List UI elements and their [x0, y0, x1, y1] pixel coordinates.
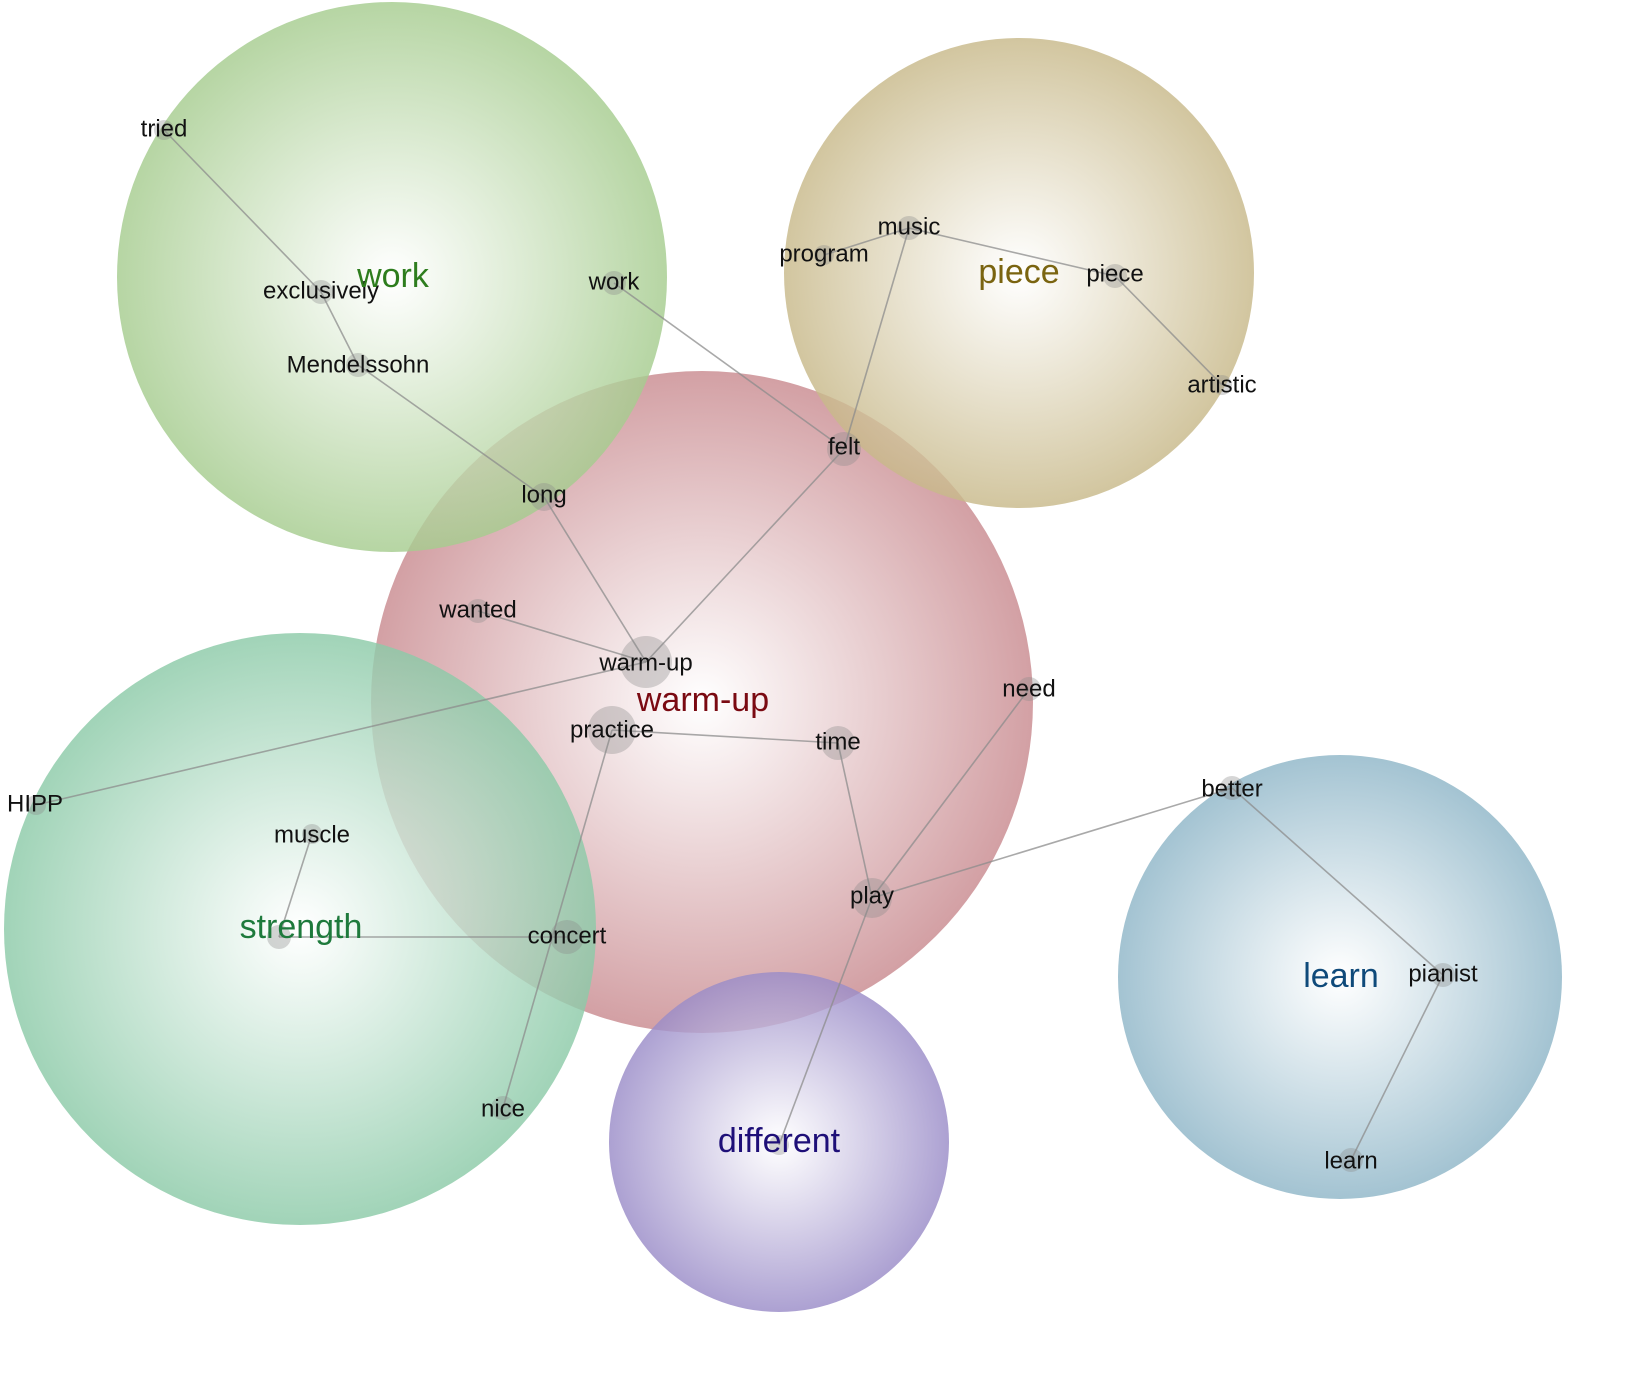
node-dot-warm-up-word — [620, 636, 672, 688]
node-label-piece-word: piece — [1086, 260, 1143, 287]
node-label-tried: tried — [141, 115, 188, 142]
node-dot-time — [821, 726, 855, 760]
node-label-pianist: pianist — [1408, 960, 1478, 987]
edge-warm-up-word-hipp — [35, 661, 647, 806]
edge-need-play — [871, 688, 1030, 899]
node-label-wanted: wanted — [438, 596, 516, 623]
edge-work-word-felt — [613, 282, 845, 450]
edge-felt-warm-up-word — [645, 448, 845, 663]
node-label-mendelssohn: Mendelssohn — [287, 351, 430, 378]
node-dot-program — [814, 245, 834, 265]
edge-mendelssohn-long — [357, 364, 545, 498]
node-dot-long — [530, 483, 558, 511]
edge-program-music — [823, 227, 910, 256]
node-dot-mendelssohn — [346, 353, 370, 377]
node-dot-tried — [154, 120, 174, 140]
edge-exclusively-mendelssohn — [320, 291, 359, 366]
edge-music-piece-word — [908, 227, 1116, 277]
node-dot-music — [897, 216, 921, 240]
node-dot-learn-word — [1339, 1148, 1363, 1172]
node-dot-concert — [550, 920, 584, 954]
node-dot-better — [1220, 776, 1244, 800]
node-dot-artistic — [1212, 375, 1232, 395]
theme-label-piece: piece — [978, 253, 1059, 291]
node-dot-play — [852, 878, 892, 918]
theme-bubble-piece — [784, 38, 1254, 508]
edge-muscle-strength-word — [278, 833, 313, 938]
theme-label-work: work — [356, 257, 430, 295]
edge-practice-nice — [502, 729, 613, 1109]
node-dot-need — [1017, 677, 1041, 701]
edge-tried-exclusively — [163, 129, 322, 293]
theme-bubble-work — [117, 2, 667, 552]
theme-bubble-strength — [4, 633, 596, 1225]
node-label-long: long — [521, 481, 566, 508]
node-label-nice: nice — [481, 1095, 525, 1122]
node-label-hipp: HIPP — [7, 790, 63, 817]
edge-piece-word-artistic — [1114, 275, 1223, 386]
theme-label-warm-up: warm-up — [636, 681, 769, 719]
edge-play-better — [871, 787, 1233, 899]
edge-long-warm-up-word — [543, 496, 647, 663]
node-label-artistic: artistic — [1187, 371, 1256, 398]
node-label-play: play — [850, 882, 894, 909]
edges — [35, 129, 1444, 1161]
theme-bubble-different — [609, 972, 949, 1312]
theme-label-strength: strength — [240, 908, 363, 946]
node-label-better: better — [1201, 775, 1262, 802]
node-dot-piece-word — [1103, 264, 1127, 288]
edge-pianist-learn-word — [1350, 974, 1444, 1161]
theme-label-different: different — [718, 1122, 841, 1160]
edge-practice-time — [611, 729, 839, 744]
edge-wanted-warm-up-word — [477, 610, 647, 663]
node-dot-hipp — [26, 795, 46, 815]
node-dot-nice — [491, 1096, 515, 1120]
node-label-exclusively: exclusively — [263, 277, 379, 304]
node-dot-different-word — [769, 1135, 789, 1155]
node-label-music: music — [878, 213, 941, 240]
theme-label-learn: learn — [1303, 957, 1379, 995]
edge-music-felt — [843, 227, 910, 450]
node-label-practice: practice — [570, 716, 654, 743]
node-dot-pianist — [1431, 963, 1455, 987]
node-dot-muscle — [302, 824, 322, 844]
node-label-concert: concert — [528, 922, 607, 949]
node-label-muscle: muscle — [274, 821, 350, 848]
theme-bubble-learn — [1118, 755, 1562, 1199]
node-label-need: need — [1002, 675, 1055, 702]
node-label-felt: felt — [828, 433, 860, 460]
node-label-program: program — [779, 240, 868, 267]
node-label-work-word: work — [588, 268, 641, 295]
node-label-warm-up-word: warm-up — [598, 649, 692, 676]
node-dot-wanted — [466, 599, 490, 623]
node-dot-practice — [588, 706, 636, 754]
edge-time-play — [837, 742, 873, 899]
node-dot-exclusively — [309, 280, 333, 304]
theme-bubbles — [4, 2, 1562, 1312]
node-dot-work-word — [602, 271, 626, 295]
node-label-learn-word: learn — [1324, 1147, 1377, 1174]
node-label-time: time — [815, 728, 860, 755]
node-dot-felt — [827, 432, 861, 466]
theme-labels: warm-up work piece strength different learn — [240, 253, 1379, 1160]
edge-better-pianist — [1231, 787, 1444, 976]
node-dot-strength-word — [267, 925, 291, 949]
edge-play-different-word — [778, 897, 873, 1146]
